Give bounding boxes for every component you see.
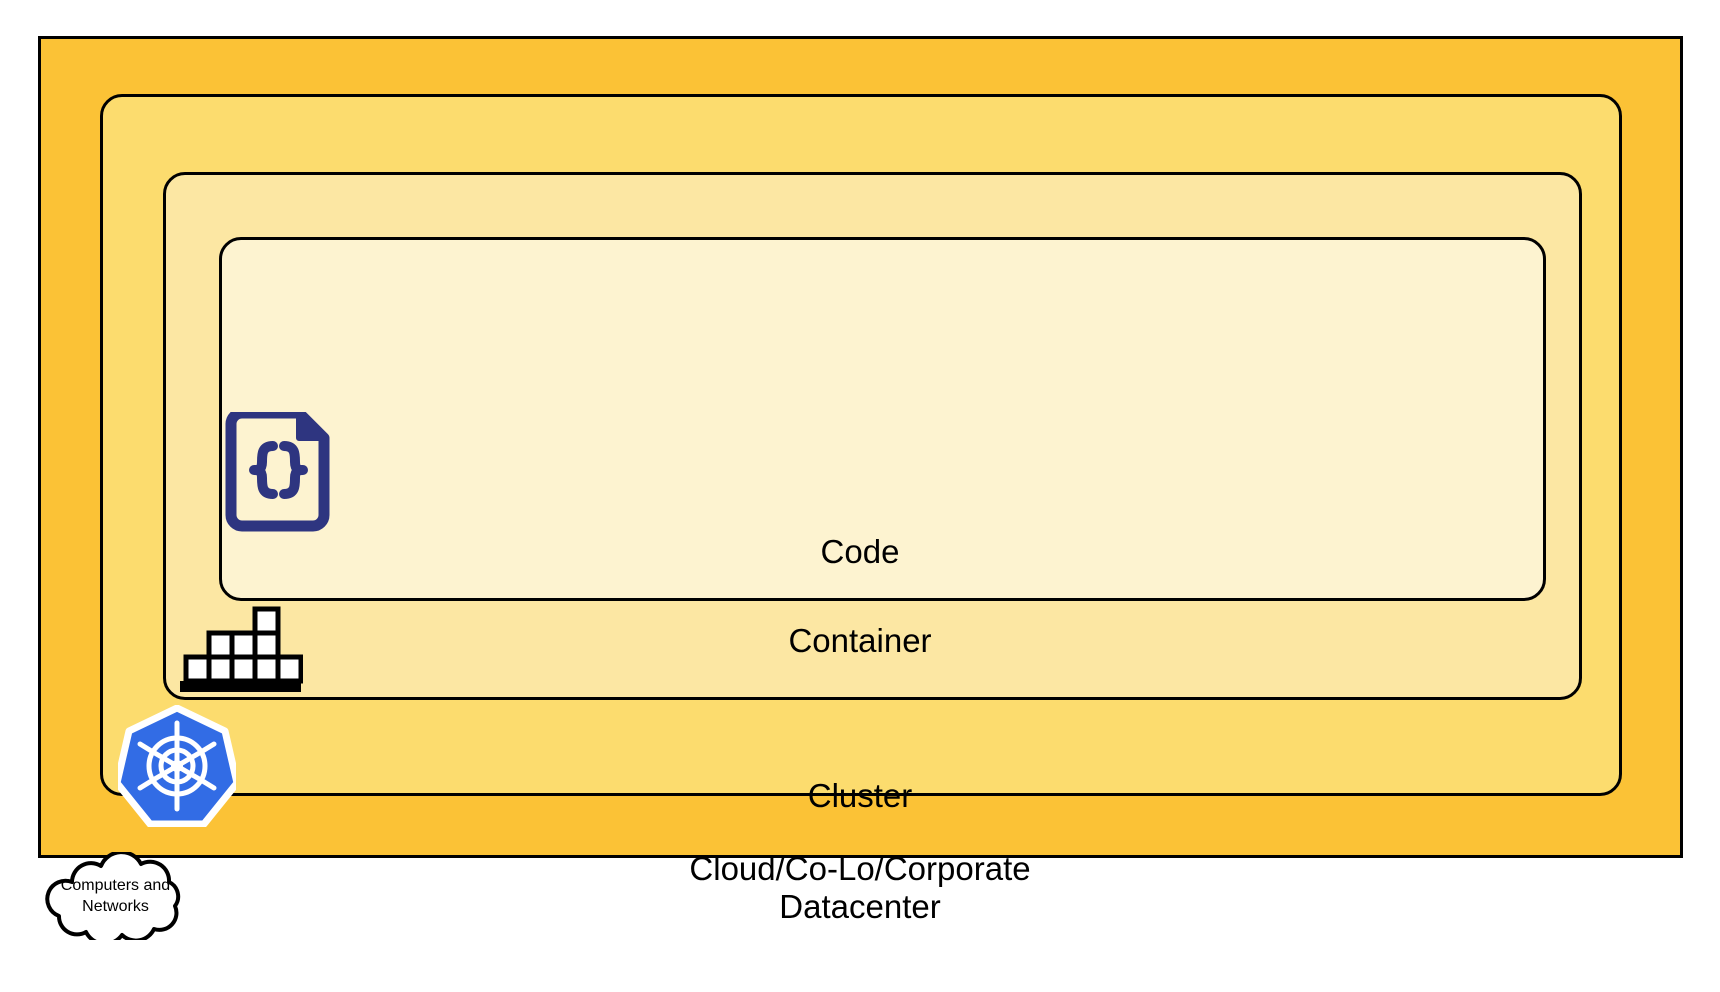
code-document-icon [220, 407, 335, 537]
layer-label-container: Container [788, 622, 932, 659]
layer-label-code: Code [820, 533, 900, 570]
layer-label-cluster: Cluster [807, 777, 913, 814]
kubernetes-icon [113, 704, 241, 828]
layer-code[interactable] [219, 237, 1546, 601]
container-boxes-icon [178, 601, 304, 693]
layer-label-datacenter: Cloud/Co-Lo/Corporate Datacenter [689, 850, 1031, 925]
cloud-callout-shape[interactable] [38, 850, 193, 946]
